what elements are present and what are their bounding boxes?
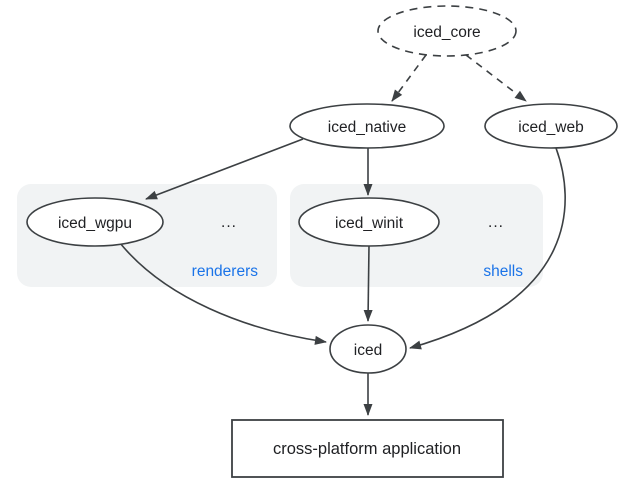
edge-iced_winit-to-iced: [363, 244, 373, 322]
node-iced-web: [484, 103, 618, 149]
edge-iced_core-to-iced_web: [465, 54, 527, 102]
shells-ellipsis: ...: [488, 214, 504, 231]
renderers-ellipsis: ...: [221, 214, 237, 231]
node-iced-wgpu: [26, 197, 164, 247]
renderers-group-label: renderers: [192, 263, 259, 280]
edge-iced_core-to-iced_native: [391, 54, 427, 102]
edge-iced_web-to-iced: [409, 147, 566, 350]
node-iced-label: iced: [354, 342, 382, 359]
node-app: [231, 419, 504, 478]
edge-iced_wgpu-to-iced: [119, 242, 327, 345]
edge-iced_native-to-iced_wgpu: [145, 138, 304, 200]
node-iced-winit: [298, 197, 440, 247]
shells-group-label: shells: [483, 263, 523, 280]
node-iced: [329, 324, 407, 374]
node-iced-native-label: iced_native: [328, 119, 406, 136]
node-iced-core: [377, 5, 517, 57]
node-iced-winit-label: iced_winit: [335, 215, 404, 232]
node-iced-web-label: iced_web: [518, 119, 584, 136]
node-app-label: cross-platform application: [273, 440, 461, 458]
node-iced-wgpu-label: iced_wgpu: [58, 215, 132, 232]
node-iced-native: [289, 103, 445, 149]
node-iced-core-label: iced_core: [413, 24, 480, 41]
